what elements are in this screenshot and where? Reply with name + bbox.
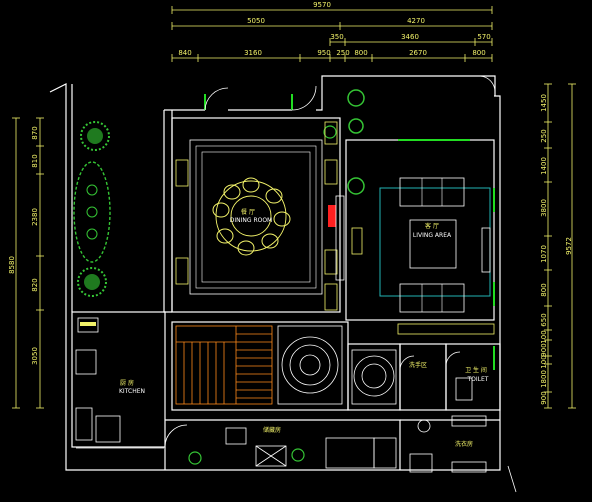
door-swings (164, 75, 496, 448)
kitchen-cn: 厨 房 (120, 379, 134, 387)
dim-right-9: 100 (540, 355, 548, 368)
dim-top-r4-5: 2670 (409, 49, 427, 57)
dining-room-en: DINING ROOM (230, 217, 272, 224)
dim-top-total: 9570 (313, 1, 331, 9)
dim-top-r4-2: 950 (317, 49, 330, 57)
dim-left-4: 3050 (31, 347, 39, 365)
dim-right-5: 800 (540, 283, 548, 296)
stair (175, 325, 273, 405)
kitchen-en: KITCHEN (119, 388, 145, 395)
storage-cn: 储藏房 (263, 426, 281, 434)
walls (49, 75, 501, 471)
dim-left-1: 810 (31, 154, 39, 167)
wash-cn: 洗手区 (409, 361, 427, 369)
dim-right-total: 9572 (565, 237, 573, 255)
dim-top-r4-4: 800 (354, 49, 367, 57)
left-dimensions (12, 117, 44, 409)
living-room (351, 177, 495, 335)
dim-left-2: 2380 (31, 208, 39, 226)
hall-floor-medallions (277, 325, 397, 405)
dim-top-r2-1: 4270 (407, 17, 425, 25)
dim-top-r4-0: 840 (178, 49, 191, 57)
dim-top-r4-6: 800 (472, 49, 485, 57)
dim-right-10: 1800 (540, 370, 548, 388)
dim-right-6: 650 (540, 313, 548, 326)
dim-top-r3-2: 570 (477, 33, 490, 41)
dim-top-r4-3: 250 (336, 49, 349, 57)
dining-room (175, 121, 345, 311)
dining-room-cn: 餐 厅 (241, 208, 255, 216)
top-dimensions (171, 6, 493, 62)
dim-top-r4-1: 3160 (244, 49, 262, 57)
dim-left-3: 820 (31, 278, 39, 291)
service-fixtures (225, 377, 487, 473)
right-dimensions (544, 83, 576, 409)
living-room-en: LIVING AREA (413, 232, 452, 239)
garden (73, 89, 365, 465)
laundry-cn: 洗衣房 (455, 440, 473, 448)
dim-right-1: 250 (540, 129, 548, 142)
dim-right-8: 900 (540, 343, 548, 356)
dim-right-11: 900 (540, 391, 548, 404)
dim-right-7: 100 (540, 330, 548, 343)
section-mark (507, 465, 517, 493)
living-room-cn: 客 厅 (425, 222, 439, 230)
dim-top-r2-0: 5050 (247, 17, 265, 25)
dim-right-0: 1450 (540, 94, 548, 112)
toilet-en: TOILET (467, 376, 489, 383)
kitchen-fixtures (75, 317, 164, 449)
toilet-cn: 卫 生 间 (465, 366, 487, 374)
dim-left-0: 870 (31, 126, 39, 139)
dim-right-2: 1400 (540, 157, 548, 175)
dim-right-4: 1070 (540, 245, 548, 263)
dim-left-total: 8580 (8, 256, 16, 274)
dim-top-r3-0: 350 (330, 33, 343, 41)
dim-top-r3-1: 3460 (401, 33, 419, 41)
dim-right-3: 3800 (540, 199, 548, 217)
